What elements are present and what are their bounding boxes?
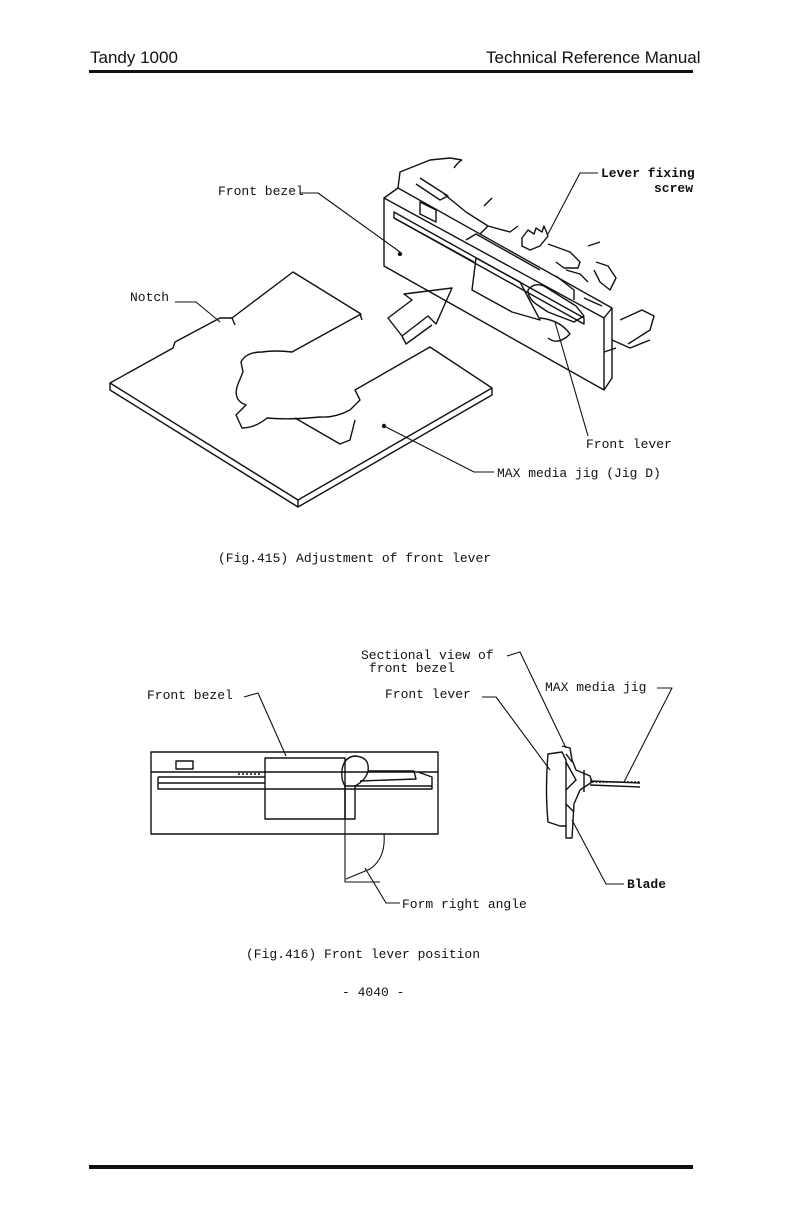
label-sectional-view-2: front bezel — [369, 661, 455, 676]
fig416-caption: (Fig.416) Front lever position — [246, 947, 480, 962]
label-max-media-jig-2: MAX media jig — [545, 680, 646, 695]
label-blade: Blade — [627, 877, 666, 892]
label-form-right-angle: Form right angle — [402, 897, 527, 912]
label-front-bezel-2: Front bezel — [147, 688, 233, 703]
label-front-lever-2: Front lever — [385, 687, 471, 702]
bezel-front-view — [151, 752, 438, 834]
fig416-drawing — [0, 0, 791, 940]
right-angle-mark — [345, 819, 384, 882]
sectional-view — [547, 746, 641, 838]
footer-rule — [89, 1165, 693, 1169]
page-number: - 4040 - — [342, 985, 404, 1000]
